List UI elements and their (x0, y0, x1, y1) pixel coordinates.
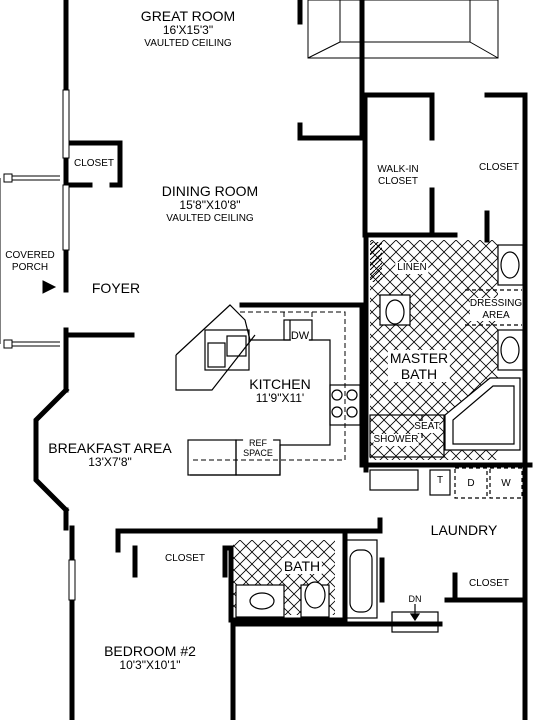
dressing-area-line2: AREA (482, 309, 510, 321)
bedroom2-name: BEDROOM #2 (104, 643, 196, 659)
great-room-name: GREAT ROOM (140, 8, 236, 24)
bedroom2-size: 10'3"X10'1" (119, 658, 181, 673)
kitchen-uppers (190, 311, 346, 461)
bath-label: BATH (281, 558, 323, 575)
linen-hatch (370, 242, 382, 282)
laundry-fixtures (369, 467, 523, 499)
tray-ceiling (307, 0, 499, 59)
seat-label: SEAT (414, 421, 440, 433)
laundry-closet-label: CLOSET (468, 578, 510, 589)
foyer-label: FOYER (91, 280, 141, 296)
stairs-label: DN (408, 594, 422, 605)
bedroom2-label: BEDROOM #2 10'3"X10'1" (104, 643, 196, 673)
master-bath-line2: BATH (400, 366, 438, 383)
dishwasher-label: DW (290, 330, 310, 343)
great-room-size: 16'X15'3" (162, 23, 214, 38)
breakfast-area-name: BREAKFAST AREA (48, 440, 172, 456)
ref-space-line2: SPACE (243, 448, 273, 459)
covered-porch-line2: PORCH (11, 261, 49, 273)
foyer-closet-label: CLOSET (73, 158, 115, 169)
ref-space-line1: REF (249, 438, 267, 448)
dryer-label: D (467, 478, 475, 489)
washer-label: W (501, 478, 511, 489)
bedroom-closet-label: CLOSET (164, 553, 206, 564)
kitchen-size: 11'9"X11' (255, 391, 305, 406)
walk-in-closet-line1: WALK-IN (377, 164, 419, 175)
bath-fixtures (235, 539, 378, 619)
kitchen-label: KITCHEN 11'9"X11' (249, 376, 310, 406)
walk-in-closet-label: WALK-IN CLOSET (377, 164, 418, 187)
great-room-note: VAULTED CEILING (144, 37, 232, 49)
walk-in-closet-line2: CLOSET (377, 175, 418, 187)
kitchen-name: KITCHEN (249, 376, 311, 392)
walls (33, 0, 533, 720)
covered-porch-line1: COVERED (5, 250, 55, 261)
great-room-label: GREAT ROOM 16'X15'3" VAULTED CEILING (141, 8, 235, 49)
porch (0, 173, 60, 349)
covered-porch-label: COVERED PORCH (5, 250, 54, 273)
windows (62, 89, 76, 601)
dining-room-size: 15'8"X10'8" (179, 198, 241, 213)
dressing-area-line1: DRESSING (469, 298, 523, 309)
master-bath-fixtures (369, 244, 524, 458)
ref-space-label: REF SPACE (243, 438, 273, 459)
breakfast-area-size: 13'X7'8" (88, 455, 132, 470)
linen-label: LINEN (395, 262, 429, 274)
tub-label: T (436, 475, 444, 486)
master-closet-label: CLOSET (478, 162, 520, 173)
shower-label: SHOWER (373, 434, 419, 446)
master-bath-label: MASTER BATH (387, 350, 451, 383)
dressing-area-label: DRESSING AREA (469, 298, 523, 321)
dining-room-name: DINING ROOM (161, 183, 259, 199)
kitchen-counters (175, 304, 361, 476)
dining-room-note: VAULTED CEILING (166, 212, 254, 224)
breakfast-area-label: BREAKFAST AREA 13'X7'8" (48, 440, 171, 470)
laundry-label: LAUNDRY (430, 522, 498, 538)
master-bath-line1: MASTER (389, 350, 449, 366)
dining-room-label: DINING ROOM 15'8"X10'8" VAULTED CEILING (162, 183, 258, 224)
